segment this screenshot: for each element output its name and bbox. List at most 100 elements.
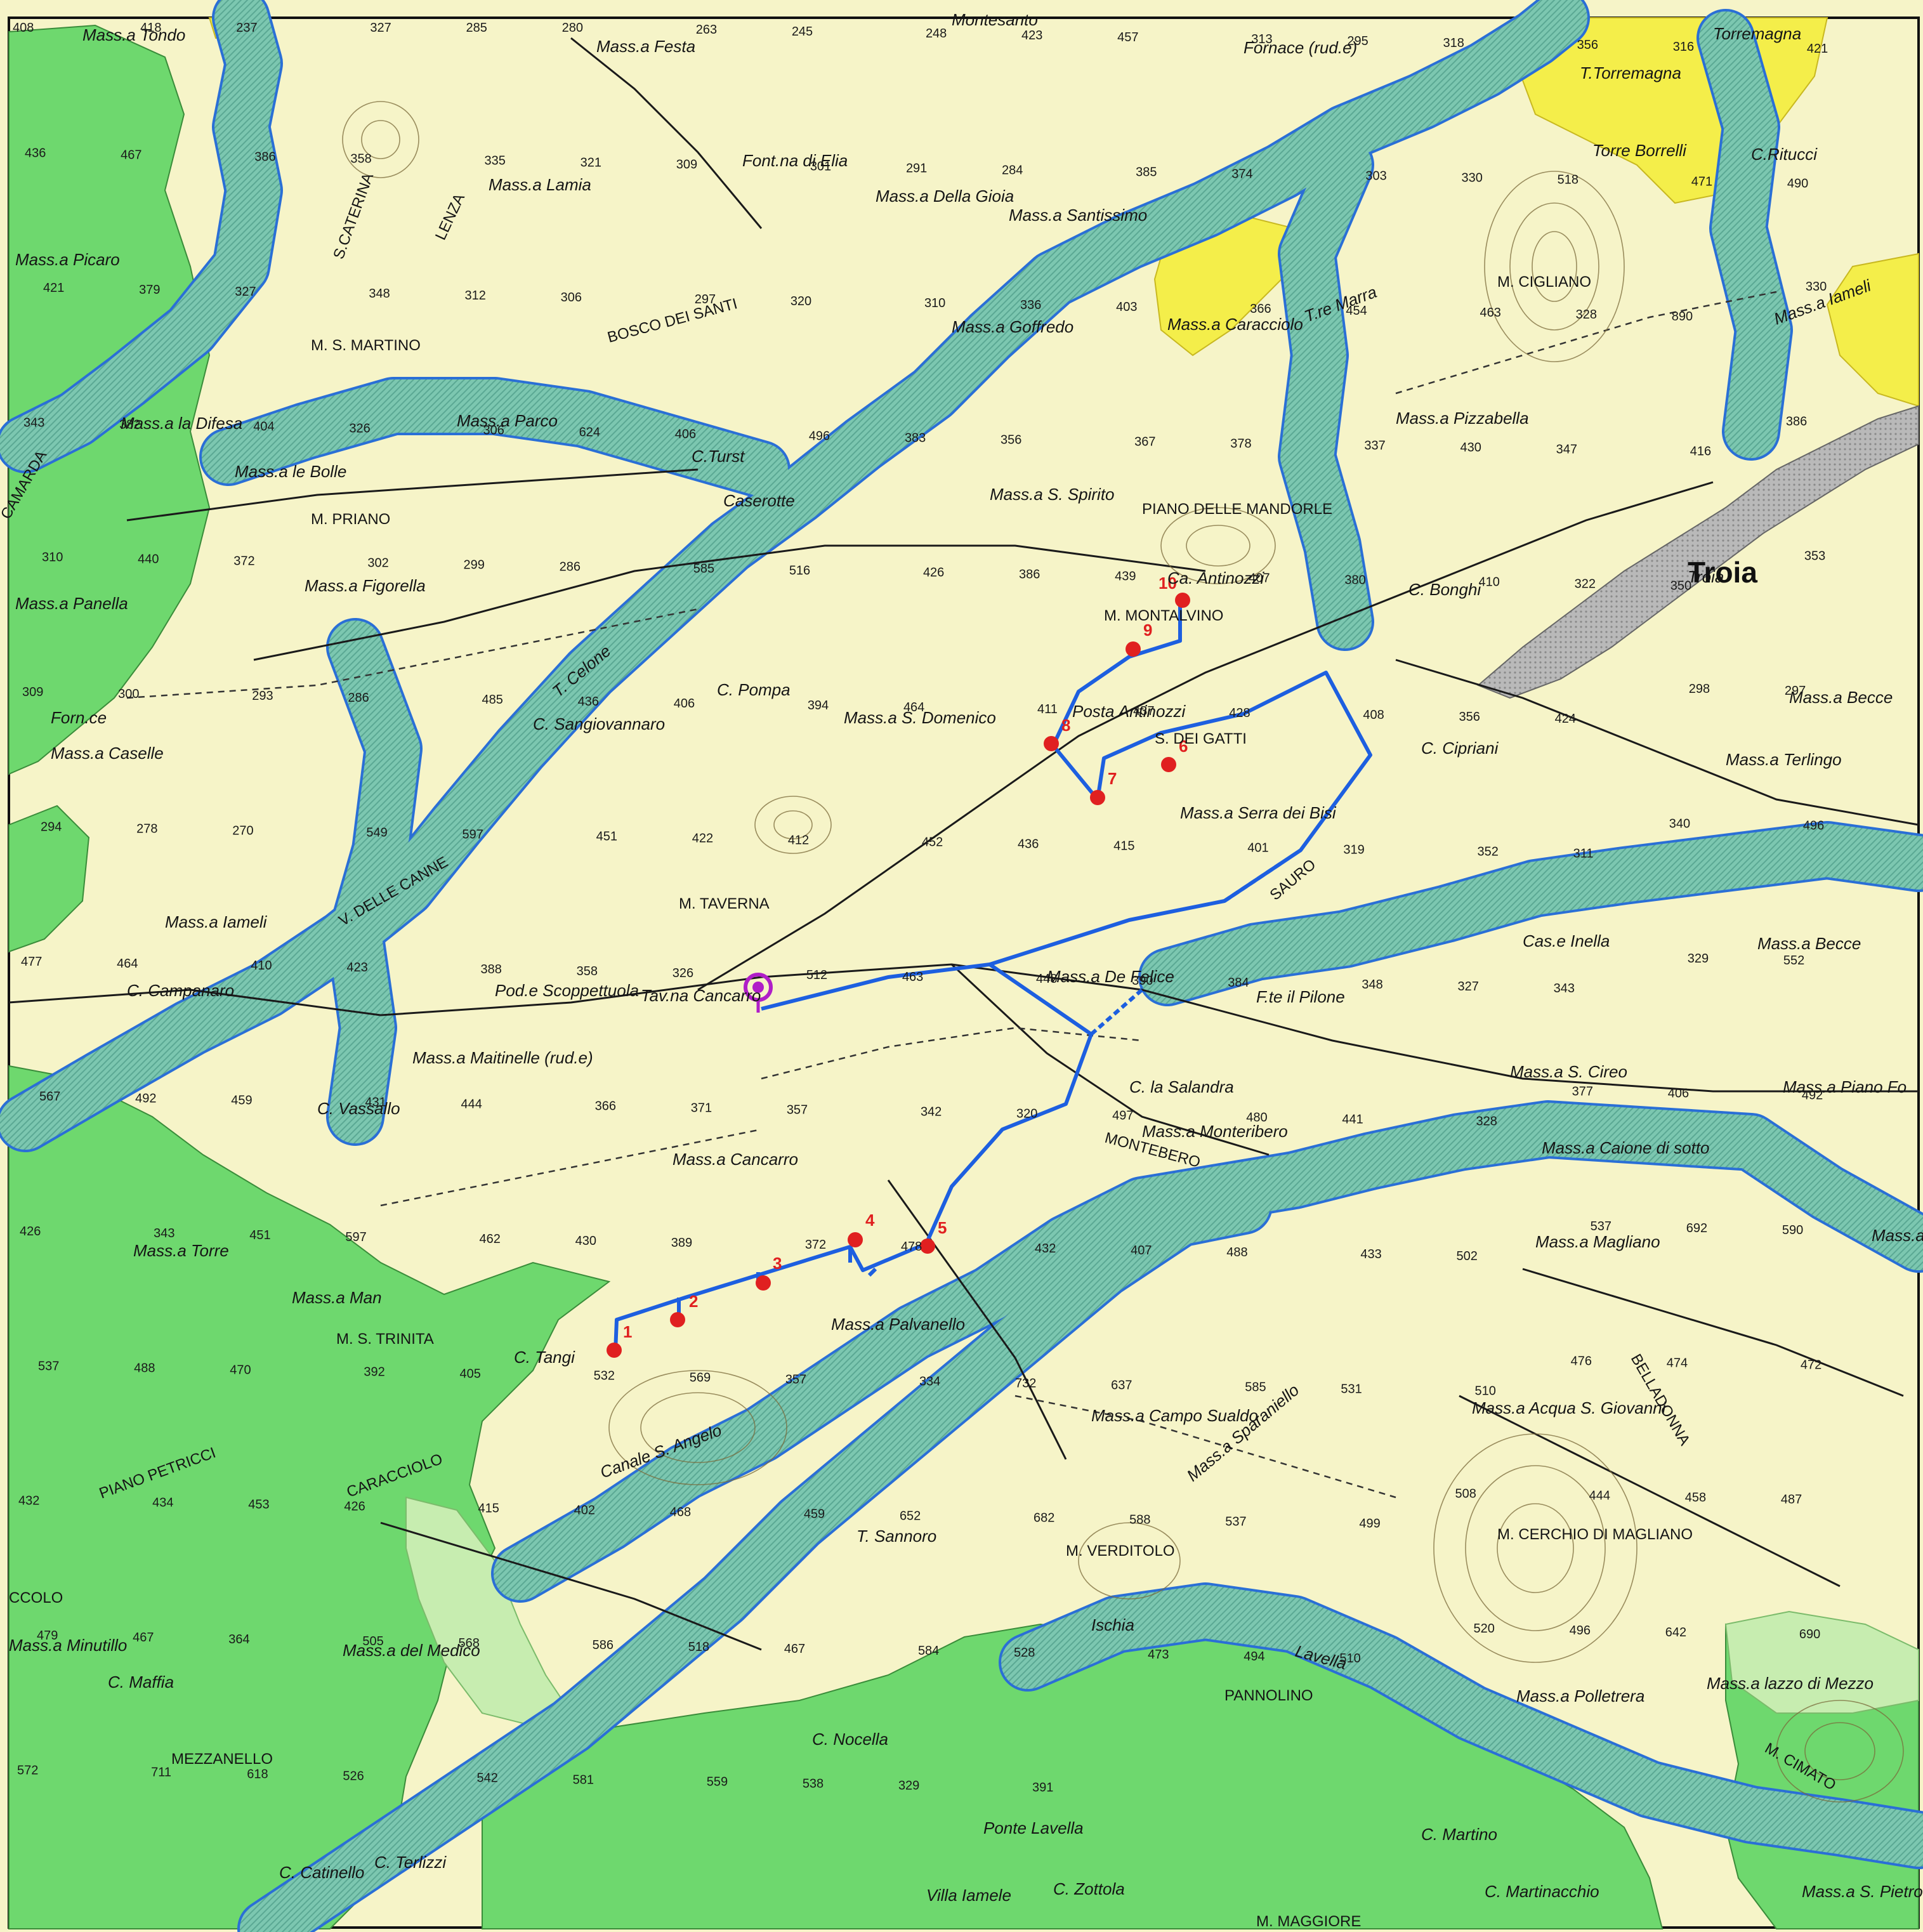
elevation-label: 374 (1231, 167, 1252, 181)
elevation-label: 392 (364, 1365, 384, 1379)
elevation-label: 406 (675, 427, 696, 441)
elevation-label: 468 (670, 1506, 691, 1520)
elevation-label: 367 (1134, 435, 1155, 449)
elevation-label: 464 (903, 700, 924, 714)
place-label: Mass.a Caselle (51, 744, 164, 763)
elevation-label: 294 (41, 820, 62, 834)
elevation-label: 430 (575, 1234, 596, 1248)
place-label: C. Sangiovannaro (533, 714, 665, 733)
place-label: Mass.a del Medico (343, 1641, 480, 1660)
waypoint-4[interactable] (848, 1232, 863, 1247)
elevation-label: 379 (139, 283, 160, 297)
elevation-label: 334 (919, 1374, 940, 1388)
elevation-label: 459 (231, 1093, 252, 1107)
river-north (0, 0, 280, 471)
elevation-label: 320 (791, 294, 811, 308)
elevation-label: 637 (1111, 1378, 1132, 1392)
place-label: Mass.a Magliano (1535, 1232, 1660, 1251)
elevation-label: 326 (349, 421, 370, 435)
elevation-label: 471 (1691, 174, 1712, 188)
elevation-label: 496 (809, 429, 830, 443)
elevation-label: 470 (230, 1363, 251, 1377)
elevation-label: 508 (1455, 1487, 1476, 1501)
place-label: Mass.a Maitinelle (rud.e) (412, 1048, 593, 1067)
place-label: S. DEI GATTI (1155, 730, 1247, 747)
place-label: Mass.a Piano Fo (1783, 1077, 1907, 1096)
waypoint-9[interactable] (1126, 641, 1141, 657)
elevation-label: 732 (1015, 1376, 1036, 1390)
elevation-label: 390 (1132, 974, 1153, 988)
elevation-label: 335 (484, 154, 505, 168)
elevation-label: 488 (1226, 1245, 1247, 1259)
elevation-label: 478 (901, 1240, 922, 1254)
elevation-label: 464 (117, 957, 138, 971)
elevation-label: 422 (692, 832, 713, 846)
place-label: Mass.a Festa (596, 37, 695, 56)
elevation-label: 321 (581, 155, 601, 169)
elevation-label: 518 (1558, 173, 1578, 187)
elevation-label: 440 (138, 553, 159, 567)
elevation-label: 306 (561, 291, 582, 305)
elevation-label: 434 (152, 1496, 173, 1510)
river-west (329, 621, 420, 1143)
elevation-label: 382 (119, 417, 140, 431)
place-label: Mass.a Becce (1789, 688, 1893, 707)
waypoints[interactable]: 1 2 3 4 5 6 7 8 9 10 (607, 574, 1190, 1358)
elevation-label: 328 (1576, 308, 1597, 322)
place-label: Torre Borrelli (1592, 141, 1687, 160)
waypoint-5[interactable] (920, 1239, 935, 1254)
place-label: Mass.a le Bolle (235, 462, 346, 481)
elevation-label: 542 (476, 1771, 497, 1785)
elevation-label: 890 (1672, 310, 1693, 324)
waypoint-2[interactable] (670, 1312, 685, 1327)
river-lavella (1001, 1585, 1923, 1867)
elevation-label: 418 (140, 21, 161, 35)
elevation-label: 404 (253, 419, 274, 433)
elevation-label: 343 (23, 416, 44, 430)
river-sannoro (240, 1179, 1270, 1932)
elevation-label: 311 (1573, 847, 1594, 861)
elevation-label: 406 (674, 697, 695, 711)
elevation-label: 682 (1034, 1511, 1054, 1525)
place-label: Mass.a lazzo di Mezzo (1707, 1674, 1874, 1693)
elevation-label: 496 (1570, 1624, 1591, 1638)
elevation-label: 343 (1554, 982, 1575, 996)
elevation-label: 340 (1669, 817, 1690, 831)
waypoint-10[interactable] (1175, 593, 1190, 608)
place-label: Pod.e Scoppettuola (495, 981, 639, 1000)
elevation-label: 299 (463, 558, 484, 572)
place-label: C. la Salandra (1129, 1077, 1234, 1096)
scrub-east (1724, 1610, 1919, 1714)
roads (8, 37, 1919, 1651)
elevation-label: 286 (560, 560, 581, 574)
elevation-label: 411 (1037, 702, 1058, 716)
elevation-label: 386 (254, 150, 275, 164)
elevation-label: 384 (1228, 976, 1249, 990)
place-label: MEZZANELLO (171, 1751, 273, 1768)
elevation-label: 356 (1577, 38, 1598, 52)
place-label: Mass.a Goffredo (952, 317, 1073, 336)
elevation-label: 237 (236, 21, 257, 35)
place-label: M. MONTALVINO (1104, 607, 1223, 624)
waypoint-6[interactable] (1161, 757, 1176, 772)
elevation-label: 407 (1131, 1244, 1152, 1258)
start-marker[interactable] (744, 973, 773, 1013)
elevation-label: 284 (1002, 163, 1023, 177)
elevation-label: 410 (251, 959, 272, 973)
elevation-label: 352 (1478, 845, 1499, 859)
elevation-label: 428 (1229, 706, 1250, 720)
elevation-label: 477 (21, 955, 42, 969)
place-label: Forn.ce (51, 708, 107, 727)
elevation-label: 386 (1019, 568, 1040, 582)
elevation-label: 499 (1359, 1517, 1380, 1531)
waypoint-3[interactable] (756, 1275, 771, 1291)
place-label: Mass.a Pe (1872, 1226, 1923, 1245)
river-far-east (1699, 11, 1790, 458)
yellow-east (1826, 253, 1919, 407)
waypoint-8[interactable] (1044, 736, 1059, 751)
place-label: Mass.a Tondo (82, 25, 185, 44)
waypoint-7[interactable] (1090, 790, 1105, 805)
waypoint-1[interactable] (607, 1343, 622, 1358)
